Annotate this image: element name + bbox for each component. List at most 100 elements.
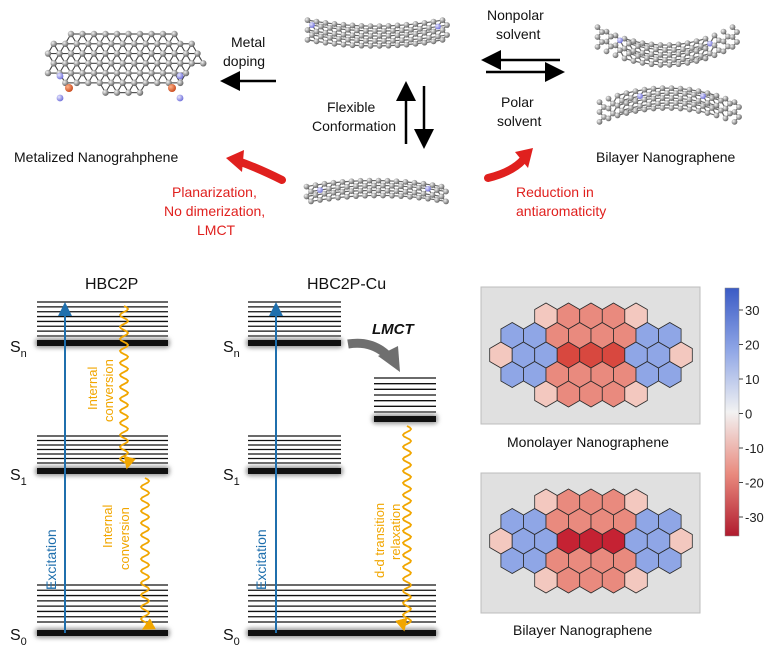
atom — [649, 61, 655, 67]
atom — [309, 32, 315, 38]
atom — [372, 38, 378, 44]
atom — [676, 61, 682, 67]
hbc2p-s0-manifold — [35, 585, 170, 638]
atom — [646, 102, 652, 108]
atom — [341, 42, 347, 48]
atom — [678, 86, 684, 92]
atom — [137, 31, 143, 37]
atom — [673, 100, 679, 106]
atom — [640, 60, 646, 66]
atom — [200, 60, 206, 66]
atom — [408, 37, 414, 43]
atom — [137, 50, 143, 56]
atom — [721, 49, 727, 55]
atom — [131, 80, 137, 86]
atom — [183, 50, 189, 56]
atom — [671, 47, 677, 53]
hbc2pcu-s1-label: S1 — [223, 467, 240, 488]
atom — [425, 186, 431, 192]
atom — [79, 31, 85, 37]
atom — [635, 43, 641, 49]
metalized-label: Metalized Nanograhphene — [14, 149, 178, 165]
colorbar-tick-label: 30 — [745, 303, 759, 318]
atom — [177, 60, 183, 66]
atom — [308, 199, 314, 205]
atom — [381, 38, 387, 44]
bilayer-map-label: Bilayer Nanographene — [513, 622, 653, 638]
atom — [305, 17, 311, 23]
atom — [395, 23, 401, 29]
atom — [177, 80, 183, 86]
atom — [651, 96, 657, 102]
dd-transition-line1: d-d transition — [372, 503, 387, 578]
lmct-label: LMCT — [372, 321, 415, 338]
atom — [595, 24, 601, 30]
atom — [318, 24, 324, 30]
atom — [341, 22, 347, 28]
atom — [694, 48, 700, 54]
atom — [85, 41, 91, 47]
atom — [431, 29, 437, 35]
atom — [617, 47, 623, 53]
atom — [108, 80, 114, 86]
ground-level-bar — [37, 630, 168, 636]
atom — [68, 70, 74, 76]
atom — [85, 80, 91, 86]
atom — [694, 38, 700, 44]
atom — [413, 21, 419, 27]
atom — [703, 56, 709, 62]
atom — [340, 179, 346, 185]
atom — [137, 89, 143, 95]
atom — [606, 96, 612, 102]
atom — [304, 194, 310, 200]
atom — [131, 60, 137, 66]
atom — [367, 178, 373, 184]
atom — [633, 98, 639, 104]
atom — [160, 70, 166, 76]
atom — [408, 27, 414, 33]
atom — [434, 187, 440, 193]
hbc2pcu-sn-label: Sn — [223, 339, 240, 360]
atom — [183, 70, 189, 76]
bilayer-molecule-top — [595, 24, 740, 67]
nitrogen-atom — [57, 73, 64, 80]
atom — [313, 182, 319, 188]
atom — [597, 109, 603, 115]
atom — [304, 184, 310, 190]
atom — [685, 60, 691, 66]
nitrogen-atom — [177, 73, 184, 80]
atom — [372, 28, 378, 34]
atom — [102, 70, 108, 76]
atom — [367, 188, 373, 194]
atom — [678, 106, 684, 112]
atom — [730, 24, 736, 30]
atom — [194, 50, 200, 56]
atom — [399, 37, 405, 43]
atom — [732, 119, 738, 125]
metal-doping-label-2: doping — [223, 53, 265, 69]
atom — [687, 87, 693, 93]
atom — [413, 41, 419, 47]
atom — [595, 44, 601, 50]
atom — [676, 51, 682, 57]
atom — [642, 97, 648, 103]
atom — [386, 33, 392, 39]
atom — [417, 26, 423, 32]
atom — [736, 114, 742, 120]
atom — [664, 100, 670, 106]
atom — [685, 50, 691, 56]
atom — [685, 40, 691, 46]
atom — [422, 40, 428, 46]
atom — [322, 181, 328, 187]
atom — [662, 47, 668, 53]
atom — [125, 31, 131, 37]
atom — [615, 113, 621, 119]
ground-level-bar — [248, 340, 341, 346]
hbc2p-s1-label: S1 — [10, 467, 27, 488]
atom — [62, 60, 68, 66]
atom — [332, 41, 338, 47]
right-effects-1: Reduction in — [516, 184, 594, 200]
atom — [730, 44, 736, 50]
atom — [434, 197, 440, 203]
atom — [399, 28, 405, 34]
